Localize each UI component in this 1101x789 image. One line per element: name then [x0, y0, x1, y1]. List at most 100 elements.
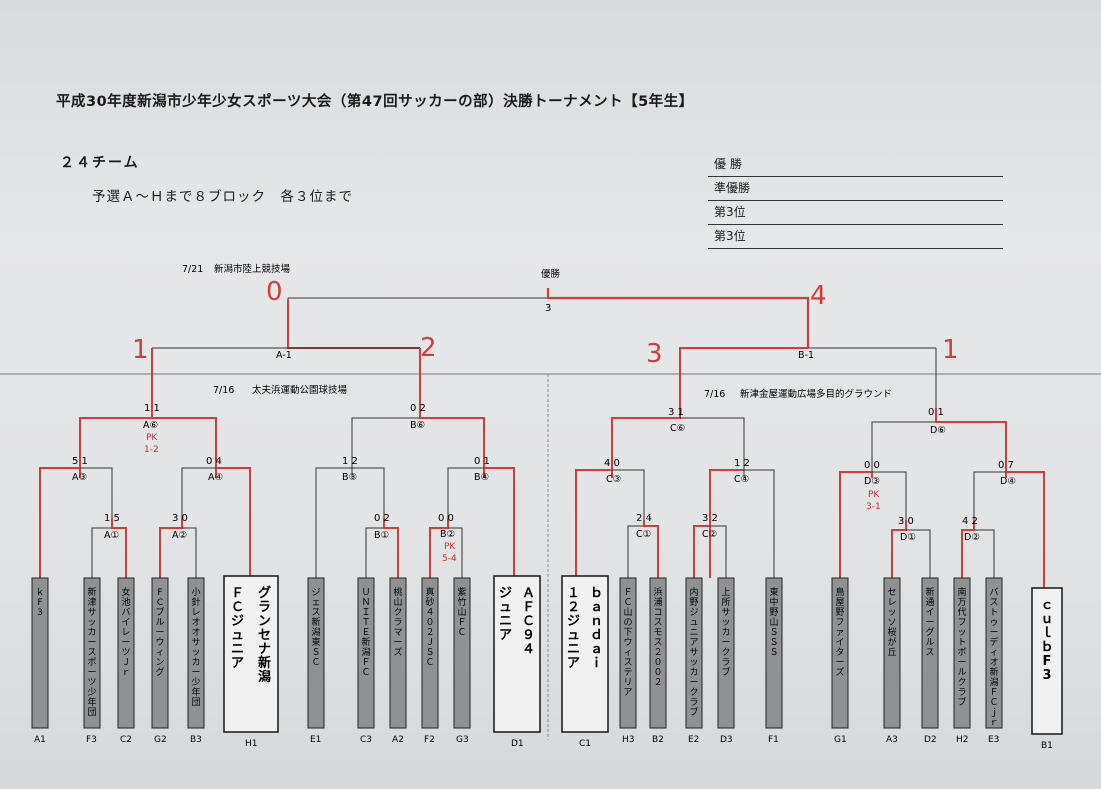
result-runnerup-line: 準優勝 [708, 176, 1003, 201]
r32-d2-score: 4 2 [962, 516, 978, 527]
venue-right-date: 7/16 [704, 389, 725, 400]
team-name: ＦＣ山の下ウィステリア [623, 588, 632, 698]
r16-c3-right [612, 469, 645, 520]
team-box [453, 577, 471, 729]
team-name: 内野ジュニアサッカークラブ [689, 586, 698, 718]
qf-a6-node: A⑥ [143, 420, 158, 431]
team-name: 新津サッカースポーツ少年団 [87, 586, 96, 718]
team-box [83, 577, 101, 729]
r32-c2-score: 3 2 [702, 513, 718, 524]
qf-c6-score: 3 1 [668, 407, 684, 418]
r32-d2-right [974, 529, 995, 578]
team-code: G3 [456, 735, 469, 745]
team-box [953, 577, 971, 729]
r16-c4-right [743, 469, 775, 578]
team-code: D2 [924, 735, 937, 745]
r16-d4-left [973, 471, 1006, 520]
team-box [1031, 587, 1063, 735]
team-name: 東中野山ＳＳＳ [769, 586, 778, 658]
team-code: H1 [245, 739, 258, 749]
team-box [389, 577, 407, 729]
team-box [117, 577, 135, 729]
r16-a4-left [181, 467, 216, 518]
r16-a4-score: 0 4 [206, 456, 222, 467]
qf-c6-node: C⑥ [670, 423, 685, 434]
qf-b6-node: B⑥ [410, 420, 425, 431]
r16-a3-score: 5 1 [72, 456, 88, 467]
team-code: G2 [154, 735, 167, 745]
r16-c3-score: 4 0 [604, 458, 620, 469]
final-venue: 新潟市陸上競技場 [214, 263, 291, 275]
r32-a2-right [182, 527, 197, 578]
team-name: 鳥屋野ファイターズ [835, 586, 844, 678]
r16-b4-node: B④ [474, 472, 489, 483]
qf-d6-node: D⑥ [930, 425, 946, 436]
team-code: C1 [579, 739, 591, 749]
r16-a3-node: A③ [72, 472, 87, 483]
team-box [883, 577, 901, 729]
r16-a4-right [216, 467, 251, 578]
r16-d4-score: 0 7 [998, 460, 1014, 471]
team-box [187, 577, 205, 729]
team-name: ＡＦＣ９４ジュニア [499, 586, 535, 657]
team-name: 南万代フットボールクラブ [957, 586, 966, 708]
r32-b2-pk: PK [444, 542, 456, 552]
sf-a-node: A-1 [276, 350, 292, 361]
team-name: 真砂４０２ＪＳＣ [425, 586, 434, 668]
hand-final-left: 0 [266, 277, 283, 307]
r32-b1-score: 0 2 [374, 513, 390, 524]
r32-d1-score: 3 0 [898, 516, 914, 527]
team-name: ＵＮＩＴＥ新潟ＦＣ [361, 588, 370, 678]
r32-a2-left [159, 518, 183, 578]
venue-left-date: 7/16 [213, 385, 234, 396]
result-runnerup-label: 準優勝 [714, 181, 751, 195]
team-code: F1 [768, 735, 779, 745]
team-box [357, 577, 375, 729]
qf-b6-left [351, 417, 420, 478]
r32-c2-left [693, 525, 710, 578]
r32-d2-left [961, 520, 975, 578]
r16-c4-node: C④ [734, 474, 749, 485]
team-code: E3 [988, 735, 999, 745]
team-code: F2 [424, 735, 435, 745]
r32-d2-node: D② [964, 532, 980, 543]
final-date: 7/21 [182, 264, 203, 275]
team-code: G1 [834, 735, 847, 745]
team-box [831, 577, 849, 729]
qf-c6-left [611, 408, 681, 478]
qf-a6-pk-score: 1-2 [144, 445, 159, 455]
r16-b4-right [484, 467, 515, 578]
r16-b3-score: 1 2 [342, 456, 358, 467]
r16-b3-right [351, 467, 385, 518]
r16-c3-left [575, 469, 613, 578]
qf-d6-left [871, 421, 936, 478]
sf-left-red [287, 300, 420, 349]
venue-left-name: 太夫浜運動公園球技場 [252, 384, 348, 396]
team-name: 紫竹山ＦＣ [457, 587, 466, 638]
hand-final-right: 4 [810, 281, 827, 311]
qualifying-rule: 予選Ａ～Ｈまで８ブロック 各３位まで [92, 189, 353, 205]
team-code: E2 [688, 735, 699, 745]
hand-sf-b-bottom: 1 [942, 335, 959, 365]
team-code: H2 [956, 735, 969, 745]
r16-d3-pk-score: 3-1 [866, 502, 881, 512]
qf-a6-pk: PK [146, 433, 158, 443]
team-code: F3 [86, 735, 97, 745]
r32-c1-score: 2 4 [636, 513, 652, 524]
team-code: D1 [511, 739, 524, 749]
team-code: E1 [310, 735, 321, 745]
r16-c4-left [709, 469, 744, 578]
team-name: 小針レオオサッカー少年団 [191, 587, 200, 708]
team-name: ジェス新潟東ＳＣ [311, 588, 320, 668]
final-third: 3 [545, 303, 551, 314]
team-box [765, 577, 783, 729]
r16-a3-left [39, 467, 81, 578]
r16-b4-left [447, 467, 484, 518]
team-box [685, 577, 703, 729]
final-winner-path [546, 288, 810, 348]
team-code: C3 [360, 735, 372, 745]
team-box [649, 577, 667, 729]
r32-d1-left [891, 520, 907, 578]
